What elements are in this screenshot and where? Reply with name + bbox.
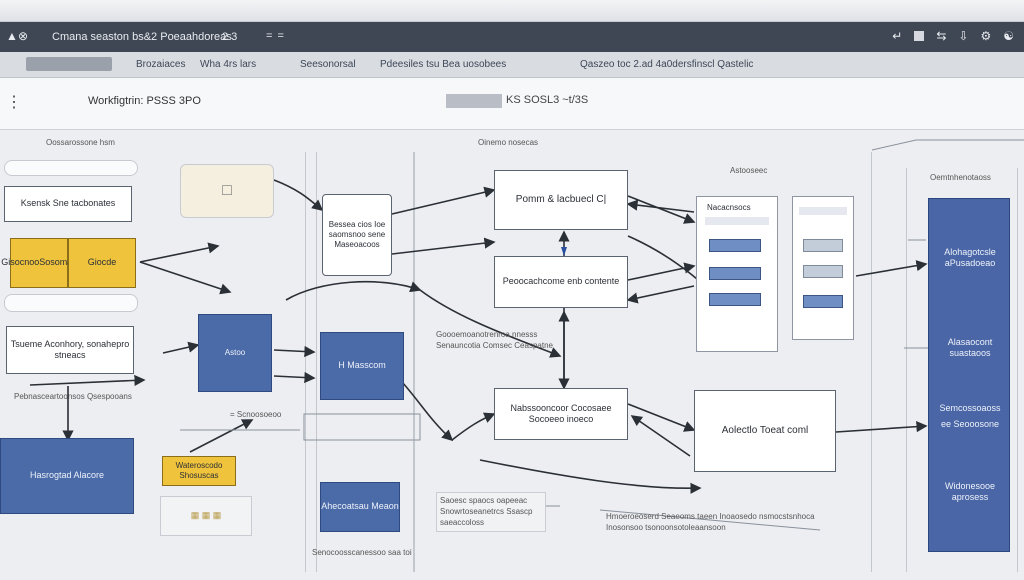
lane-mid-left	[316, 152, 414, 572]
workflow-name: Workfigtrin: PSSS 3PO	[88, 95, 201, 107]
thumbnail-icon: ▦ ▦ ▦	[190, 510, 222, 521]
lane-right	[906, 168, 1018, 572]
blue-bottom-node[interactable]: Ahecoatsau Meaon	[320, 482, 400, 532]
right-output-column[interactable]: Alohagotcsle aPusadoeao Alasaocont suast…	[928, 198, 1010, 552]
panel-row-line	[705, 217, 769, 225]
detail-row-line	[799, 207, 847, 215]
right-col-text-2: Alasaocont suastaoos	[947, 337, 993, 359]
browser-top-strip	[0, 0, 1024, 22]
field-detail-panel[interactable]	[792, 196, 854, 340]
left-input-pill-2[interactable]	[4, 294, 138, 312]
detail-row-1[interactable]	[803, 239, 843, 252]
left-yellow-node-b[interactable]: Giocde	[68, 238, 136, 288]
document-thumbnail[interactable]: □	[180, 164, 274, 218]
title-menu-icon[interactable]: = =	[266, 30, 285, 42]
blue-small-node[interactable]: Astoo	[198, 314, 272, 392]
detail-row-3[interactable]	[803, 295, 843, 308]
lane-left	[0, 152, 306, 572]
thumbnail-strip[interactable]: ▦ ▦ ▦	[160, 496, 252, 536]
window-title: Cmana seaston bs&2 Poeaahdoreas	[52, 31, 232, 43]
note-card-node[interactable]: Bessea cios Ioe saomsnoo sene Maseoacoos	[322, 194, 392, 276]
field-list-panel[interactable]: Nacacnsocs	[696, 196, 778, 352]
right-output-node[interactable]: Aolectlo Toeat coml	[694, 390, 836, 472]
share-icon[interactable]: ⇆	[936, 29, 947, 43]
lane-right-label: Oemtnhenotaoss	[930, 173, 991, 182]
bottom-center-note: Hmoeroeoserd Seaeoms taeen Inoaosedo nsm…	[606, 512, 815, 532]
left-blue-node[interactable]: Hasrogtad Alacore	[0, 438, 134, 514]
panel-row-3[interactable]	[709, 293, 761, 306]
tab-active-indicator[interactable]	[26, 57, 112, 71]
toolbar: ⋮ Workfigtrin: PSSS 3PO KS SOSL3 ~t/3S	[0, 78, 1024, 130]
panel-caption: Astooseec	[730, 166, 768, 175]
right-col-text-3: Semcossoaoss	[939, 403, 1001, 413]
right-col-text-5: ee Seooosone	[940, 419, 1000, 429]
tab-4[interactable]: Pdeesiles tsu Bea uosobees	[380, 59, 507, 70]
tab-2[interactable]: Wha 4rs lars	[200, 59, 257, 70]
bookmark-icon[interactable]: ⊗	[18, 29, 29, 43]
left-process-node[interactable]: Tsueme Aconhory, sonahepro stneacs	[6, 326, 134, 374]
gear-caption: = Scnoosoeoo	[230, 410, 282, 419]
lane-left-label: Oossarossone hsm	[46, 138, 115, 147]
document-icon: □	[222, 182, 232, 199]
menu-icon[interactable]: ⋮	[6, 94, 22, 111]
panel-row-2[interactable]	[709, 267, 761, 280]
lane-center	[414, 152, 872, 572]
left-yellow-a-label: Gisocnoo	[1, 257, 40, 268]
center-bottom-node[interactable]: Nabssooncoor Cocosaee Socoeeo inoeco	[494, 388, 628, 440]
tab-3[interactable]: Seesonorsal	[300, 59, 356, 70]
left-footnote: Pebnasceartoonsos Qsespooans	[14, 392, 132, 401]
user-icon[interactable]: ☯	[1003, 29, 1014, 43]
mid-footnote: Senocoosscanessoo saa toi	[312, 548, 412, 557]
tab-5[interactable]: Qaszeo toc 2.ad 4a0dersfinscl Qastelic	[580, 59, 754, 70]
title-bar: ▲ ⊗ Cmana seaston bs&2 Poeaahdoreas 2 3 …	[0, 22, 1024, 52]
right-col-text-1: Alohagotcsle aPusadoeao	[944, 247, 996, 269]
bookmark-icon[interactable]	[914, 31, 925, 41]
center-top-node[interactable]: Pomm & lacbuecl C|	[494, 170, 628, 230]
lock-icon[interactable]: ↵	[892, 29, 903, 43]
title-actions: ↵ ⇆ ⇩ ⚙ ☯	[892, 29, 1014, 43]
title-count: 2 3	[222, 31, 238, 43]
download-icon[interactable]: ⇩	[958, 29, 969, 43]
right-col-text-6: Widonesooe aprosess	[944, 481, 996, 503]
search-field[interactable]	[446, 94, 502, 108]
left-yellow-b-label: Sosomac	[39, 257, 77, 268]
left-input-node[interactable]: Ksensk Sne tacbonates	[4, 186, 132, 222]
panel-header: Nacacnsocs	[707, 203, 751, 212]
detail-row-2[interactable]	[803, 265, 843, 278]
blue-mid-node[interactable]: H Masscom	[320, 332, 404, 400]
settings-icon[interactable]: ⚙	[980, 29, 992, 43]
panel-row-1[interactable]	[709, 239, 761, 252]
center-left-note: Goooemoanotrenroa nnesss Senauncotia Com…	[436, 330, 553, 350]
bottom-left-note: Saoesc spaocs oapeeac Snowrtoseanetrcs S…	[436, 492, 546, 533]
workflow-status: KS SOSL3 ~t/3S	[506, 94, 589, 106]
lane-center-label: Oinemo nosecas	[478, 138, 539, 147]
tab-1[interactable]: Brozaiaces	[136, 59, 186, 70]
center-mid-node[interactable]: Peoocachcome enb contente	[494, 256, 628, 308]
blue-small-label: Astoo	[224, 348, 246, 357]
tab-bar: Brozaiaces Wha 4rs lars Seesonorsal Pdee…	[0, 52, 1024, 78]
left-input-pill[interactable]	[4, 160, 138, 176]
yellow-small-node[interactable]: Wateroscodo Shosuscas	[162, 456, 236, 486]
app-icon: ▲	[6, 29, 18, 43]
